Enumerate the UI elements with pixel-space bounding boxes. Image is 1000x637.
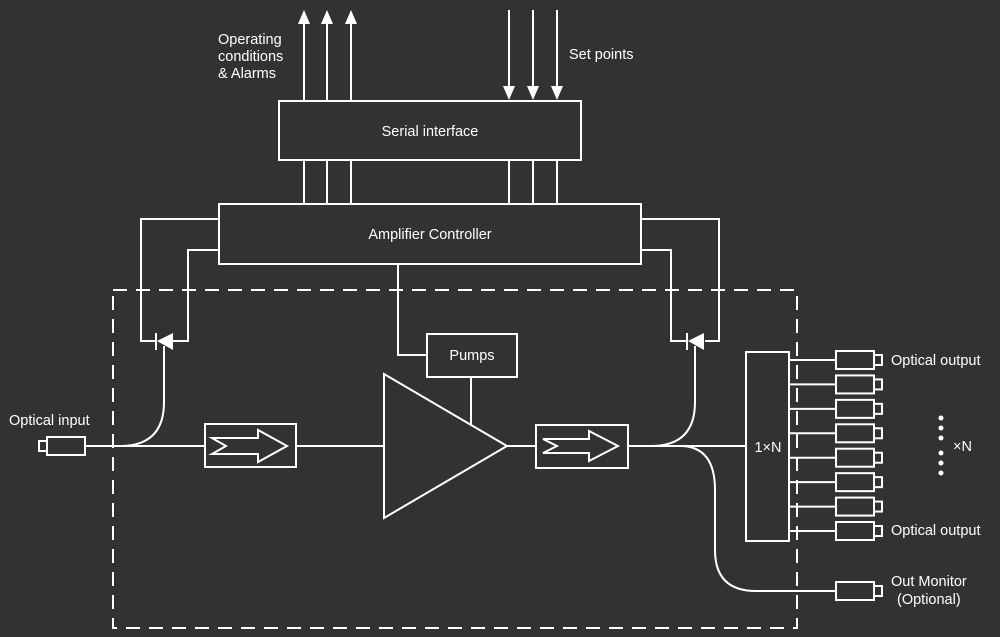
arrow-up-icon (321, 10, 333, 24)
input-isolator-icon (204, 423, 297, 468)
out-monitor-label-line1: Out Monitor (891, 574, 967, 590)
optical-output-connector-icon (789, 398, 883, 419)
serial-bus (303, 160, 558, 204)
optical-input-connector-icon (38, 436, 86, 456)
optical-input-label: Optical input (9, 413, 90, 429)
optical-output-bottom-label: Optical output (891, 523, 980, 539)
optical-paths (85, 377, 838, 592)
amplifier-controller-box (218, 203, 642, 265)
times-n-label: ×N (953, 439, 972, 455)
optical-output-connector-icon (789, 350, 883, 370)
setpoint-arrows (503, 10, 563, 100)
set-points-label: Set points (569, 47, 634, 63)
module-boundary (112, 289, 798, 629)
optical-output-connector-icon (789, 496, 883, 517)
amplifier-controller-label: Amplifier Controller (368, 227, 491, 243)
output-photodiode-icon (686, 333, 704, 380)
out-monitor-label-line2: (Optional) (897, 592, 961, 608)
input-photodiode-icon (155, 333, 173, 380)
output-isolator-icon (535, 424, 629, 469)
splitter-label: 1×N (754, 440, 781, 456)
optical-output-top-label: Optical output (891, 353, 980, 369)
arrow-down-icon (551, 86, 563, 100)
amplifier-triangle-icon (383, 372, 509, 520)
serial-interface-box (278, 100, 582, 161)
optical-outputs (789, 350, 883, 541)
pumps-label: Pumps (449, 348, 494, 364)
optical-output-connector-icon (789, 447, 883, 468)
operating-label-line1: Operating (218, 32, 282, 48)
pumps-box (426, 333, 518, 378)
arrow-up-icon (298, 10, 310, 24)
arrow-up-icon (345, 10, 357, 24)
operating-label-line2: conditions (218, 49, 283, 65)
optical-output-connector-icon (789, 423, 883, 444)
splitter-box (745, 351, 790, 542)
more-outputs-ellipsis-icon (938, 415, 944, 476)
optical-output-connector-icon (789, 521, 883, 541)
alarm-arrows (298, 10, 357, 100)
optical-output-connector-icon (789, 472, 883, 493)
operating-label-line3: & Alarms (218, 66, 276, 82)
optical-output-connector-icon (789, 374, 883, 395)
out-monitor-connector-icon (835, 581, 883, 601)
arrow-down-icon (527, 86, 539, 100)
arrow-down-icon (503, 86, 515, 100)
serial-interface-label: Serial interface (382, 124, 479, 140)
controller-wires (140, 218, 720, 356)
